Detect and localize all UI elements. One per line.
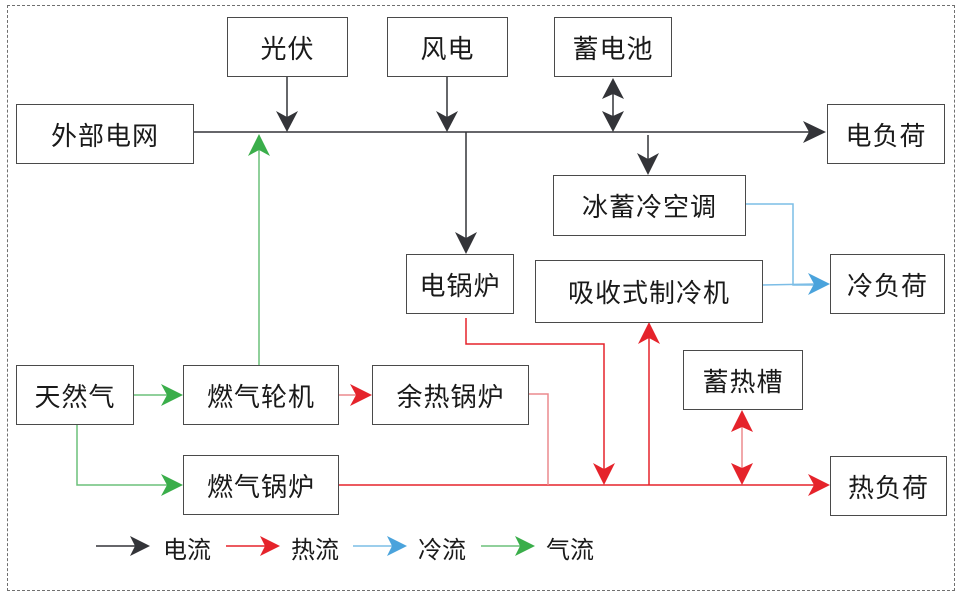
ice-ac-arrowhead [637, 153, 659, 175]
node-gas-turbine[interactable]: 燃气轮机 [183, 365, 339, 425]
node-cool-load[interactable]: 冷负荷 [830, 254, 945, 314]
chiller-to-cool-load-line [761, 283, 816, 286]
turbine-to-whb-arrowhead [350, 384, 372, 406]
elec-boiler-heat-arrowhead [593, 463, 615, 485]
node-natural-gas[interactable]: 天然气 [16, 365, 134, 425]
node-pv[interactable]: 光伏 [227, 17, 348, 77]
gas-flows [76, 134, 270, 496]
wind-arrowhead [436, 111, 458, 132]
gas-to-gas-boiler-arrowhead [161, 474, 183, 496]
node-elec-boiler-label: 电锅炉 [419, 271, 501, 302]
heat-load-arrowhead [808, 474, 830, 496]
node-wind-label: 风电 [420, 34, 475, 65]
chiller-arrowhead [638, 322, 660, 344]
battery-up-arrowhead [602, 78, 624, 99]
heat-tank-up-arrowhead [731, 410, 753, 432]
node-cool-load-label: 冷负荷 [846, 271, 928, 302]
cool-load-arrowhead [808, 273, 830, 295]
elec-boiler-to-bus-line [465, 318, 605, 470]
turbine-to-bus-arrowhead [248, 134, 270, 156]
node-gas-boiler[interactable]: 燃气锅炉 [183, 455, 339, 515]
electric-flows [193, 76, 826, 254]
gas-to-turbine-arrowhead [161, 384, 183, 406]
elec-load-arrowhead [803, 121, 826, 143]
node-heat-load-label: 热负荷 [847, 473, 929, 504]
gas-to-gas-boiler-line [76, 425, 168, 486]
legend-gas-arrowhead [515, 536, 535, 556]
node-abs-chiller[interactable]: 吸收式制冷机 [535, 260, 763, 323]
whb-to-bus-line [528, 393, 549, 485]
node-gas-boiler-label: 燃气锅炉 [206, 472, 315, 503]
heat-tank-down-arrowhead [731, 463, 753, 485]
legend-heat-label: 热流 [291, 536, 339, 564]
cold-flows [745, 203, 830, 295]
pv-arrowhead [276, 111, 298, 132]
node-waste-heat-boiler-label: 余热锅炉 [396, 382, 505, 413]
legend-cold-label: 冷流 [418, 536, 466, 564]
legend-cold-arrowhead [387, 536, 407, 556]
system-boundary [7, 5, 955, 591]
node-heat-tank-label: 蓄热槽 [702, 367, 784, 398]
node-ice-ac-label: 冰蓄冷空调 [581, 193, 717, 223]
node-gas-turbine-label: 燃气轮机 [206, 382, 315, 413]
node-battery-label: 蓄电池 [572, 34, 654, 65]
legend-lines [96, 536, 535, 556]
node-natural-gas-label: 天然气 [34, 382, 116, 413]
node-elec-load[interactable]: 电负荷 [827, 104, 945, 164]
heat-flows [338, 318, 830, 496]
node-pv-label: 光伏 [260, 34, 315, 65]
node-heat-tank[interactable]: 蓄热槽 [683, 350, 803, 410]
node-heat-load[interactable]: 热负荷 [830, 456, 947, 516]
node-elec-load-label: 电负荷 [845, 121, 927, 152]
node-grid[interactable]: 外部电网 [16, 104, 194, 164]
legend-heat-arrowhead [260, 536, 280, 556]
ice-ac-to-cool-load-line [745, 203, 815, 286]
elec-boiler-arrowhead [455, 232, 477, 254]
node-abs-chiller-label: 吸收式制冷机 [567, 279, 730, 309]
legend-gas-label: 气流 [546, 536, 594, 564]
node-wind[interactable]: 风电 [387, 17, 508, 77]
battery-down-arrowhead [602, 111, 624, 132]
legend-electric-label: 电流 [163, 536, 211, 564]
node-elec-boiler[interactable]: 电锅炉 [406, 254, 514, 314]
legend-electric-arrowhead [130, 536, 150, 556]
node-battery[interactable]: 蓄电池 [554, 17, 672, 77]
node-ice-ac[interactable]: 冰蓄冷空调 [553, 175, 746, 236]
node-grid-label: 外部电网 [50, 121, 159, 152]
node-waste-heat-boiler[interactable]: 余热锅炉 [372, 365, 529, 425]
